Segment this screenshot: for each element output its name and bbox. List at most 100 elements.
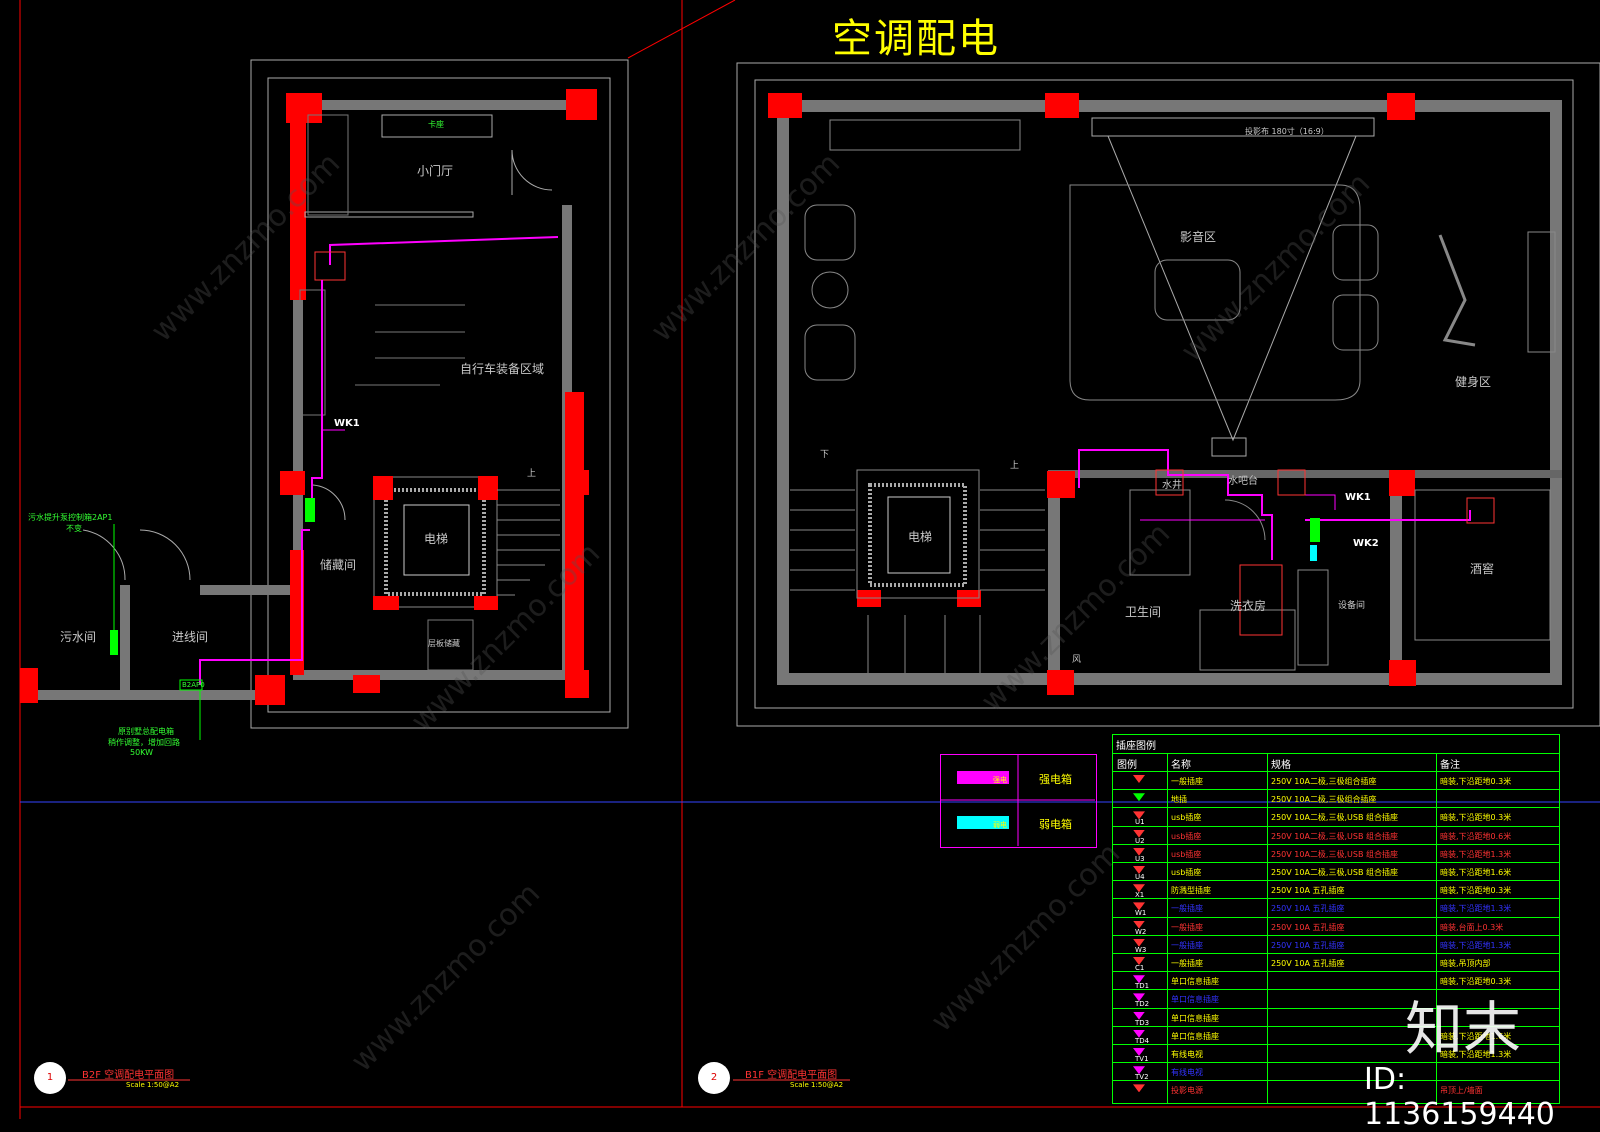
box-legend-tag-weak: 弱电 bbox=[993, 821, 1007, 829]
note-pump-line1: 污水提升泵控制箱2AP1 bbox=[28, 513, 113, 522]
legend-spec: 250V 10A二极,三极,USB 组合插座 bbox=[1271, 868, 1398, 877]
legend-note: 暗装,下沿距地1.3米 bbox=[1440, 849, 1512, 859]
legend-code: TD2 bbox=[1135, 1000, 1150, 1009]
socket-symbol-icon bbox=[1133, 902, 1145, 911]
drawing-number-1: 1 bbox=[34, 1062, 66, 1094]
drawing-scale-2: Scale 1:50@A2 bbox=[790, 1081, 844, 1089]
page-title: 空调配电 bbox=[832, 16, 1000, 62]
legend-col-symbol: 图例 bbox=[1117, 760, 1137, 771]
legend-code: W1 bbox=[1135, 909, 1147, 918]
legend-code: W3 bbox=[1135, 945, 1147, 954]
legend-col-spec: 规格 bbox=[1271, 760, 1291, 771]
legend-spec: 250V 10A 五孔插座 bbox=[1271, 940, 1345, 950]
wk1-left-label: WK1 bbox=[334, 418, 360, 429]
legend-code: U4 bbox=[1135, 873, 1145, 881]
legend-name: 单口信息插座 bbox=[1171, 1031, 1219, 1041]
legend-row: 一般插座 250V 10A二极,三极组合插座 暗装,下沿距地0.3米 bbox=[1113, 771, 1559, 790]
socket-symbol-icon bbox=[1133, 1066, 1145, 1075]
projector-screen-label: 投影布 180寸（16:9） bbox=[1245, 127, 1329, 136]
socket-symbol-icon bbox=[1133, 1084, 1145, 1093]
socket-symbol-icon bbox=[1133, 775, 1145, 783]
legend-code: U2 bbox=[1135, 836, 1145, 845]
socket-symbol-icon bbox=[1133, 829, 1145, 838]
room-label-kazuo: 卡座 bbox=[428, 120, 444, 129]
room-label-yingyinqu: 影音区 bbox=[1180, 230, 1217, 244]
box-2ap0-label: B2AP0 bbox=[182, 681, 205, 689]
legend-name: 单口信息插座 bbox=[1171, 977, 1219, 987]
legend-name: 一般插座 bbox=[1171, 904, 1203, 914]
room-label-xiyifang: 洗衣房 bbox=[1230, 599, 1267, 613]
room-label-zixingche: 自行车装备区域 bbox=[460, 362, 545, 376]
socket-symbol-icon bbox=[1133, 975, 1145, 984]
room-label-shebeijian: 设备间 bbox=[1338, 601, 1366, 611]
legend-spec: 250V 10A二极,三极,USB 组合插座 bbox=[1271, 813, 1398, 823]
legend-name: 地插 bbox=[1171, 795, 1187, 805]
room-label-wushuijian: 污水间 bbox=[60, 630, 97, 644]
socket-symbol-icon bbox=[1133, 957, 1145, 965]
legend-name: 一般插座 bbox=[1171, 777, 1203, 786]
socket-symbol-icon bbox=[1133, 811, 1145, 820]
legend-name: 防溅型插座 bbox=[1171, 886, 1211, 896]
drawing-number-2: 2 bbox=[698, 1062, 730, 1094]
legend-code: W2 bbox=[1135, 927, 1147, 936]
room-label-shuiba: 水吧台 bbox=[1228, 476, 1258, 487]
room-label-feng: 风 bbox=[1072, 655, 1082, 665]
legend-code: TV1 bbox=[1135, 1055, 1149, 1063]
box-legend-tag-strong: 强电 bbox=[993, 776, 1007, 784]
legend-note: 暗装,吊顶内部 bbox=[1440, 959, 1491, 968]
socket-symbol-icon bbox=[1133, 847, 1145, 856]
room-label-jianshenqu: 健身区 bbox=[1455, 375, 1492, 389]
note-main-line1: 原别墅总配电箱 bbox=[118, 727, 174, 736]
socket-symbol-icon bbox=[1133, 1048, 1145, 1056]
legend-row: 投影电源吊顶上/墙面 bbox=[1113, 1080, 1559, 1099]
legend-spec: 250V 10A 五孔插座 bbox=[1271, 922, 1345, 932]
legend-code: TD1 bbox=[1135, 982, 1150, 991]
room-label-elevator-right: 电梯 bbox=[908, 530, 933, 544]
socket-symbol-icon bbox=[1133, 938, 1145, 947]
legend-code: TV2 bbox=[1135, 1073, 1149, 1082]
legend-row: C1 一般插座 250V 10A 五孔插座 暗装,吊顶内部 bbox=[1113, 953, 1559, 972]
legend-note: 暗装,下沿距地0.3米 bbox=[1440, 777, 1512, 786]
legend-note: 暗装,下沿距地0.3米 bbox=[1440, 977, 1512, 987]
legend-code: TD3 bbox=[1135, 1018, 1150, 1027]
socket-symbol-icon bbox=[1133, 1029, 1145, 1038]
legend-spec: 250V 10A 五孔插座 bbox=[1271, 959, 1345, 968]
note-pump-line2: 不变 bbox=[66, 524, 82, 533]
legend-note: 暗装,下沿距地0.3米 bbox=[1440, 886, 1512, 896]
socket-symbol-icon bbox=[1133, 793, 1145, 802]
legend-spec: 250V 10A二极,三极组合插座 bbox=[1271, 777, 1377, 786]
legend-name: usb插座 bbox=[1171, 831, 1202, 841]
socket-symbol-icon bbox=[1133, 866, 1145, 874]
legend-note: 吊顶上/墙面 bbox=[1440, 1086, 1483, 1096]
legend-row: TD1 单口信息插座 暗装,下沿距地0.3米 bbox=[1113, 971, 1559, 990]
socket-symbol-icon bbox=[1133, 1011, 1145, 1020]
box-legend-label-strong: 强电箱 bbox=[1039, 773, 1072, 786]
legend-spec: 250V 10A二极,三极,USB 组合插座 bbox=[1271, 849, 1398, 859]
wk2-right-label: WK2 bbox=[1353, 538, 1379, 549]
watermark-logo: 知末 bbox=[1405, 995, 1522, 1063]
legend-note: 暗装,下沿距地1.3米 bbox=[1440, 940, 1512, 950]
distribution-box-legend: 强电 强电箱 弱电 弱电箱 bbox=[940, 754, 1097, 848]
room-label-shuijing: 水井 bbox=[1162, 480, 1182, 491]
room-label-jinxianjian: 进线间 bbox=[172, 630, 209, 644]
legend-name: 单口信息插座 bbox=[1171, 1013, 1219, 1023]
note-main-line2: 稍作调整，增加回路 bbox=[108, 738, 180, 747]
legend-col-name: 名称 bbox=[1171, 760, 1191, 771]
legend-name: 一般插座 bbox=[1171, 959, 1203, 968]
stair-up-right: 上 bbox=[1010, 461, 1020, 471]
legend-code: U3 bbox=[1135, 854, 1145, 863]
legend-note: 暗装,下沿距地0.6米 bbox=[1440, 831, 1512, 841]
legend-heading: 插座图例 bbox=[1116, 741, 1156, 752]
legend-code: C1 bbox=[1135, 964, 1145, 972]
legend-note: 暗装,下沿距地1.6米 bbox=[1440, 868, 1512, 877]
stair-up-left: 上 bbox=[527, 469, 537, 479]
legend-code: X1 bbox=[1135, 891, 1145, 900]
legend-code: TD4 bbox=[1135, 1036, 1150, 1045]
